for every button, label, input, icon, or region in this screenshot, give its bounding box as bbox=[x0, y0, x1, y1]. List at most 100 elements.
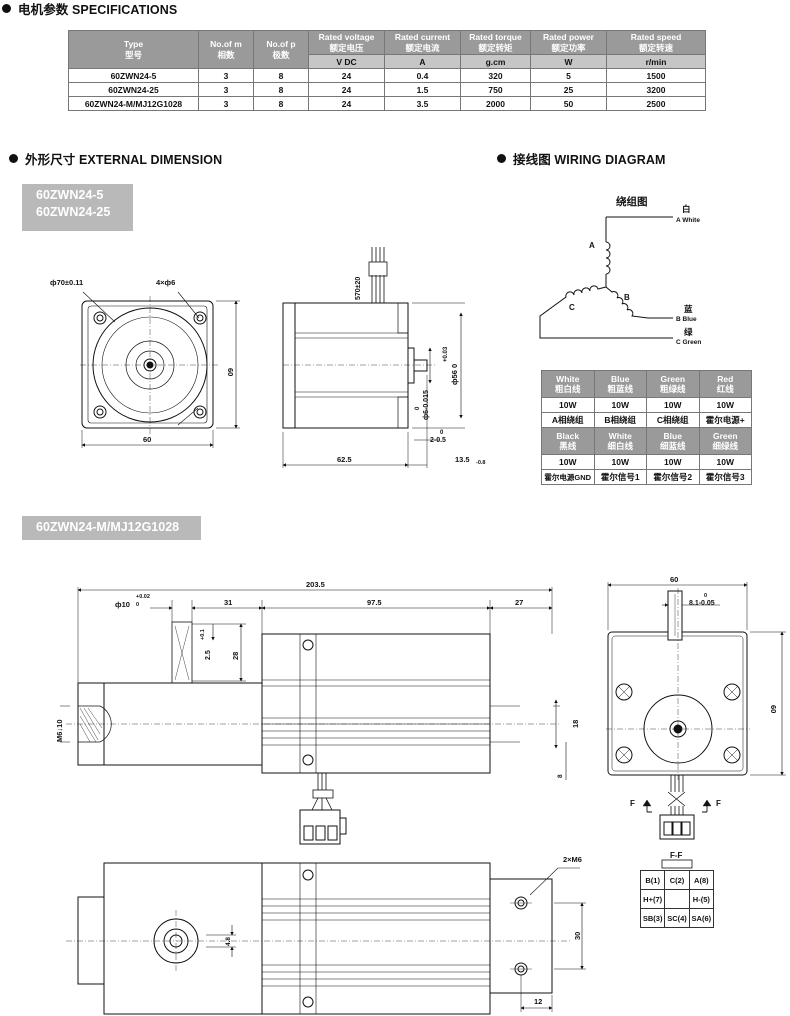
motor2-total-len: 203.5 bbox=[306, 580, 325, 589]
spec-cell: 24 bbox=[308, 96, 385, 112]
section-mark-right: F bbox=[716, 799, 721, 808]
section-external-title: 外形尺寸 EXTERNAL DIMENSION bbox=[25, 153, 223, 167]
spec-cell: 2500 bbox=[606, 96, 706, 112]
spec-cell: 8 bbox=[253, 96, 309, 112]
motor1-side-view bbox=[282, 247, 465, 468]
model-label: 60ZWN24-M/MJ12G1028 bbox=[36, 520, 180, 534]
motor2-end-shaft-tol: 0 bbox=[704, 593, 707, 599]
model-banner-1: 60ZWN24-5 60ZWN24-25 bbox=[22, 184, 133, 231]
motor2-end-width: 60 bbox=[670, 575, 678, 584]
white-wire-en: A White bbox=[676, 217, 700, 224]
green-wire-en: C Green bbox=[676, 339, 701, 346]
bullet-icon bbox=[497, 154, 506, 163]
motor1-shaft-tol: 0 bbox=[415, 406, 421, 410]
spec-cell: 5 bbox=[530, 68, 607, 84]
motor2-holes: 2×M6 bbox=[563, 855, 582, 864]
section-mark-left: F bbox=[630, 799, 635, 808]
motor2-end-shaft: 8.1-0.05 bbox=[689, 600, 715, 607]
motor2-thread: M6↓10 bbox=[55, 719, 64, 742]
motor2-end-view bbox=[606, 582, 786, 869]
motor2-key-a: 2.5 bbox=[205, 650, 212, 660]
motor1-pilot-len-tol: 0 bbox=[440, 430, 444, 436]
motor2-hole-pitch: 30 bbox=[573, 932, 582, 940]
spec-unit: A bbox=[384, 54, 461, 70]
spec-cell: 50 bbox=[530, 96, 607, 112]
motor2-key-tol: +0.1 bbox=[200, 629, 206, 640]
bullet-icon bbox=[9, 154, 18, 163]
model-label: 60ZWN24-5 bbox=[36, 188, 104, 202]
motor1-shaft-dia: ф6-0.015 bbox=[423, 390, 430, 420]
spec-cell: 3200 bbox=[606, 82, 706, 98]
motor2-hole-edge: 12 bbox=[534, 997, 542, 1006]
spec-cell: 25 bbox=[530, 82, 607, 98]
coil-a-label: A bbox=[589, 241, 595, 250]
section-wiring-title: 接线图 WIRING DIAGRAM bbox=[513, 153, 666, 167]
wire-cell: 霍尔信号3 bbox=[698, 469, 752, 485]
motor2-key-b: 28 bbox=[231, 652, 240, 660]
motor1-pilot-dia: ф56 0 bbox=[450, 364, 459, 385]
green-wire-cn: 绿 bbox=[684, 327, 693, 337]
spec-unit: r/min bbox=[606, 54, 706, 70]
table-row: B(1)C(2)A(8) bbox=[639, 870, 715, 890]
motor2-center-off: 4.8 bbox=[225, 937, 232, 946]
section-spec: 电机参数 SPECIFICATIONS bbox=[2, 0, 177, 18]
motor2-body-len: 97.5 bbox=[367, 598, 382, 607]
motor1-holes: 4×ф6 bbox=[156, 278, 175, 287]
winding-title: 绕组图 bbox=[616, 195, 648, 208]
spec-cell: 60ZWN24-M/MJ12G1028 bbox=[68, 96, 199, 112]
motor2-shaft-tol2: 0 bbox=[136, 602, 139, 608]
motor2-gear-len: 31 bbox=[224, 598, 232, 607]
motor1-height: 60 bbox=[226, 368, 235, 376]
motor2-side-view bbox=[60, 587, 567, 845]
table-row: SB(3)SC(4)SA(6) bbox=[639, 908, 715, 928]
motor1-pilot-tol: +0.03 bbox=[443, 346, 449, 362]
model-banner-2: 60ZWN24-M/MJ12G1028 bbox=[22, 516, 201, 540]
table-row: H+(7)H-(5) bbox=[639, 889, 715, 909]
spec-cell: 2000 bbox=[460, 96, 531, 112]
section-external: 外形尺寸 EXTERNAL DIMENSION bbox=[9, 149, 222, 168]
motor1-flange-dia: ф70±0.11 bbox=[50, 278, 83, 287]
coil-b-label: B bbox=[624, 293, 630, 302]
motor1-wire-len: 570±20 bbox=[355, 277, 362, 300]
wire-cell: 10W bbox=[698, 397, 752, 413]
spec-cell: 3 bbox=[198, 68, 254, 84]
section-title: F-F bbox=[670, 851, 683, 860]
motor2-side-a: 18 bbox=[571, 720, 580, 728]
motor2-side-b: 8 bbox=[557, 774, 564, 778]
pin-cell: A(8) bbox=[688, 870, 715, 890]
bullet-icon bbox=[2, 4, 11, 13]
motor1-shaft-len-tol: -0.8 bbox=[476, 460, 485, 466]
motor1-shaft-len: 13.5 bbox=[455, 455, 470, 464]
blue-wire-cn: 蓝 bbox=[684, 304, 693, 314]
pin-cell: SA(6) bbox=[688, 908, 715, 928]
motor1-body-len: 62.5 bbox=[337, 455, 352, 464]
motor2-shaft-dia: ф10 bbox=[115, 600, 130, 609]
motor2-shaft-tol: +0.02 bbox=[136, 594, 150, 600]
motor1-pilot-len: 2-0.5 bbox=[430, 437, 446, 444]
model-label: 60ZWN24-25 bbox=[36, 205, 111, 219]
motor2-bottom-view bbox=[66, 862, 586, 1015]
winding-diagram bbox=[539, 216, 673, 339]
motor2-tail-len: 27 bbox=[515, 598, 523, 607]
connector-pin-table: B(1)C(2)A(8) H+(7)H-(5) SB(3)SC(4)SA(6) bbox=[639, 870, 715, 928]
motor1-width: 60 bbox=[143, 435, 151, 444]
coil-c-label: C bbox=[569, 303, 575, 312]
spec-cell: 3.5 bbox=[384, 96, 461, 112]
